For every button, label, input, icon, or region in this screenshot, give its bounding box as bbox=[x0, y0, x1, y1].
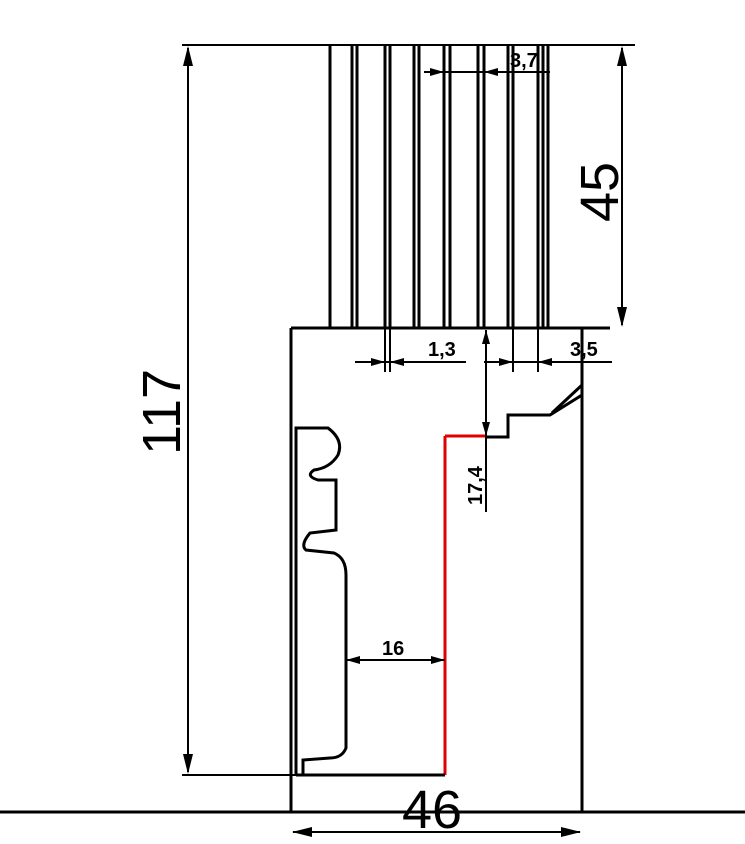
dimension-label: 117 bbox=[132, 369, 192, 455]
arrow-head bbox=[346, 656, 360, 664]
dimension-inner-width: 16 bbox=[346, 638, 445, 664]
dimension-label: 16 bbox=[382, 638, 404, 660]
arrow-head bbox=[538, 358, 552, 366]
arrow-head bbox=[390, 358, 404, 366]
fin-group bbox=[328, 45, 550, 328]
arrow-head bbox=[482, 330, 490, 344]
dimension-label: 3,7 bbox=[510, 50, 538, 72]
dimension-fin-pitch: 3,7 bbox=[424, 50, 550, 76]
dimension-46: 46 bbox=[292, 780, 581, 840]
arrow-head bbox=[292, 827, 312, 837]
arrow-head bbox=[183, 754, 193, 774]
dimension-45: 45 bbox=[570, 46, 630, 327]
dimension-label: 17,4 bbox=[465, 465, 487, 505]
arrow-head bbox=[561, 827, 581, 837]
arrow-head bbox=[183, 46, 193, 66]
diagonal-chamfer bbox=[550, 383, 584, 415]
dimension-label: 1,3 bbox=[428, 339, 456, 361]
arrow-head bbox=[499, 358, 513, 366]
dimension-label: 3,5 bbox=[570, 339, 598, 361]
arrow-head bbox=[484, 68, 498, 76]
profile-outline bbox=[289, 328, 584, 812]
dimension-label: 46 bbox=[402, 780, 462, 840]
dimension-label: 45 bbox=[570, 162, 630, 222]
dimension-fin-gap: 1,3 bbox=[355, 328, 466, 372]
arrow-head bbox=[431, 656, 445, 664]
dimension-117: 117 bbox=[132, 46, 298, 776]
arrow-head bbox=[617, 46, 627, 66]
arrow-head bbox=[371, 358, 385, 366]
dimension-step-depth: 17,4 bbox=[465, 330, 490, 512]
arrow-head bbox=[430, 68, 444, 76]
highlighted-edge bbox=[443, 434, 486, 775]
arrow-head bbox=[482, 422, 490, 436]
dimension-step-width: 3,5 bbox=[484, 328, 612, 372]
inner-channel-profile bbox=[294, 426, 348, 775]
arrow-head bbox=[617, 307, 627, 327]
